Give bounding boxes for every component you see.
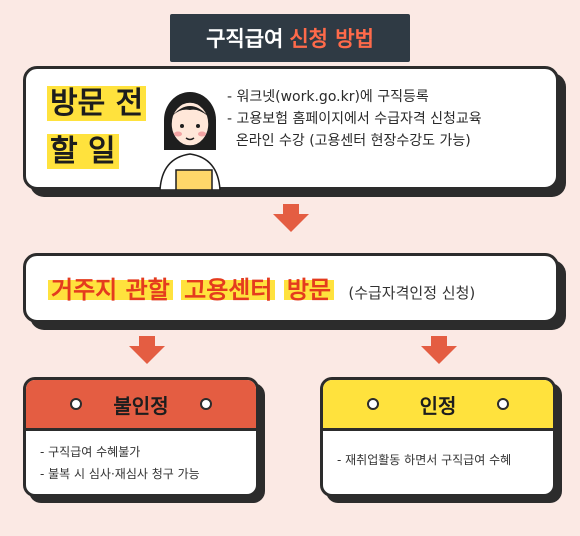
list-item: - 워크넷(work.go.kr)에 구직등록: [227, 89, 429, 105]
rejected-card: 불인정 - 구직급여 수혜불가 - 불복 시 심사·재심사 청구 가능: [23, 377, 259, 497]
list-item: 온라인 수강 (고용센터 현장수강도 가능): [227, 133, 471, 149]
list-item: - 고용보험 홈페이지에서 수급자격 신청교육: [227, 111, 482, 127]
before-visit-label: 방문 전 할 일: [47, 80, 147, 176]
title-main: 구직급여: [206, 27, 284, 51]
before-label-line2: 할 일: [47, 134, 119, 169]
down-arrow-icon: [129, 336, 165, 364]
before-label-line1: 방문 전: [47, 86, 147, 121]
visit-part3: 방문: [283, 276, 334, 304]
visit-part1: 거주지 관할: [48, 276, 173, 304]
approved-list: - 재취업활동 하면서 구직급여 수혜: [323, 431, 553, 481]
list-item: - 불복 시 심사·재심사 청구 가능: [40, 467, 200, 481]
approved-title: 인정: [419, 393, 457, 418]
woman-illustration: [159, 92, 221, 190]
visit-heading: 거주지 관할 고용센터 방문 (수급자격인정 신청): [48, 270, 475, 305]
title-accent: 신청 방법: [289, 27, 374, 51]
page-title: 구직급여 신청 방법: [170, 14, 410, 62]
approved-header: 인정: [323, 380, 553, 431]
rejected-title: 불인정: [113, 393, 169, 418]
rejected-list: - 구직급여 수혜불가 - 불복 시 심사·재심사 청구 가능: [26, 431, 256, 494]
down-arrow-icon: [421, 336, 457, 364]
dot-icon: [200, 398, 212, 410]
dot-icon: [497, 398, 509, 410]
before-visit-list: - 워크넷(work.go.kr)에 구직등록 - 고용보험 홈페이지에서 수급…: [227, 86, 547, 152]
rejected-header: 불인정: [26, 380, 256, 431]
visit-part2: 고용센터: [181, 276, 276, 304]
approved-card: 인정 - 재취업활동 하면서 구직급여 수혜: [320, 377, 556, 497]
list-item: - 재취업활동 하면서 구직급여 수혜: [337, 453, 512, 467]
list-item: - 구직급여 수혜불가: [40, 445, 141, 459]
dot-icon: [367, 398, 379, 410]
down-arrow-icon: [273, 204, 309, 232]
dot-icon: [70, 398, 82, 410]
visit-note: (수급자격인정 신청): [348, 284, 476, 302]
